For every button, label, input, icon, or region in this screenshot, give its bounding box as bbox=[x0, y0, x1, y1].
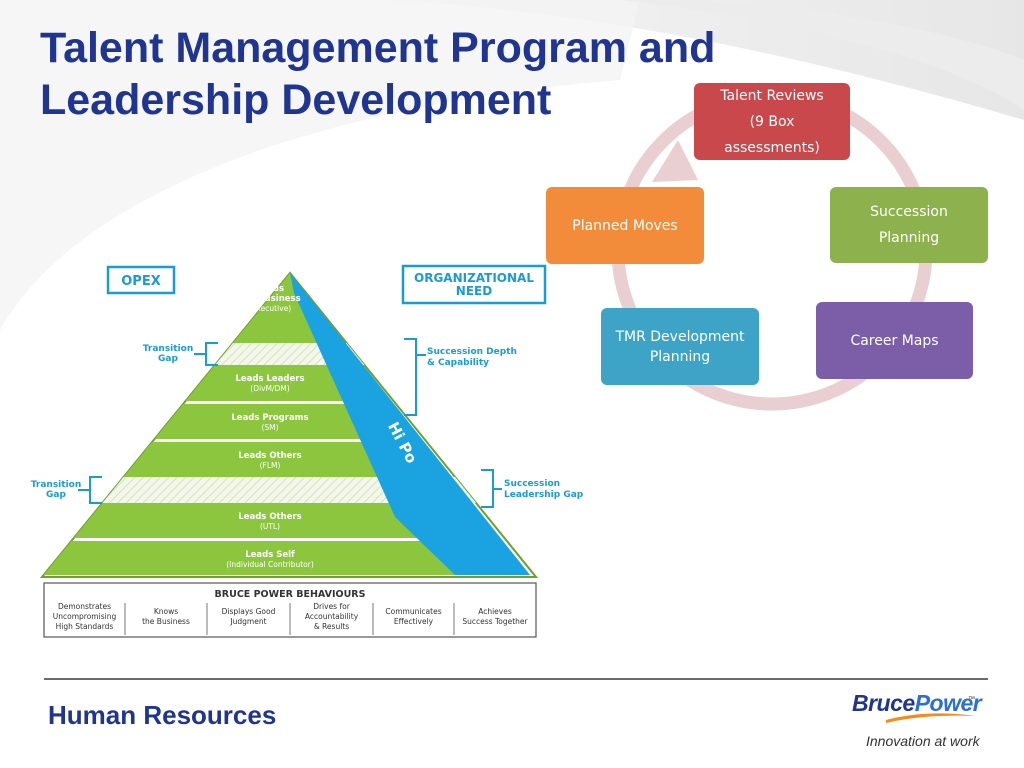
background-swoosh bbox=[0, 0, 1024, 330]
bruce-power-logo: BrucePower bbox=[852, 690, 982, 716]
pyramid-level-sub: (UTL) bbox=[260, 522, 280, 531]
footer-tagline: Innovation at work bbox=[866, 733, 980, 749]
page-title: Talent Management Program and Leadership… bbox=[40, 22, 800, 126]
cycle-label-line: Career Maps bbox=[850, 332, 939, 349]
pyramid-level-title: Leads Others bbox=[238, 512, 301, 522]
org-need-box bbox=[401, 264, 547, 305]
footer-divider bbox=[44, 678, 988, 680]
bracket bbox=[205, 342, 218, 366]
footer-department: Human Resources bbox=[48, 700, 277, 730]
title-line-2: Leadership Development bbox=[40, 76, 552, 124]
opex-label: OPEX bbox=[121, 274, 160, 289]
bracket bbox=[404, 338, 417, 416]
pyramid-level-title: Leads Others bbox=[238, 451, 301, 461]
pyramid-level-title: Leads Self bbox=[245, 550, 295, 560]
pyramid-level-title: Leads Leaders bbox=[235, 374, 304, 384]
pyramid-level-sub: (Executive) bbox=[249, 304, 291, 313]
cycle-talent-reviews: Talent Reviews (9 Box assessments) bbox=[694, 83, 850, 160]
cycle-planned-moves: Planned Moves bbox=[546, 187, 704, 264]
pyramid-level bbox=[43, 541, 525, 575]
pyramid-level bbox=[73, 503, 496, 538]
pyramid-level-sub: (DivM/DM) bbox=[250, 384, 289, 393]
title-line-1: Talent Management Program and bbox=[40, 24, 716, 72]
cycle-label-line: TMR Development Planning bbox=[615, 328, 745, 365]
hipo-stripe bbox=[290, 273, 530, 575]
cycle-career-maps: Career Maps bbox=[816, 302, 973, 379]
cycle-label-line: Talent Reviews bbox=[720, 87, 824, 104]
bracket bbox=[481, 469, 494, 508]
cycle-label-line: (9 Box assessments) bbox=[724, 113, 820, 156]
cycle-succession-planning: Succession Planning bbox=[830, 187, 988, 263]
pyramid-level-title: Leads Programs bbox=[231, 413, 308, 423]
opex-box bbox=[106, 265, 176, 295]
cycle-label-line: Planned Moves bbox=[572, 217, 678, 234]
behaviours-title: BRUCE POWER BEHAVIOURS bbox=[215, 589, 366, 600]
pyramid-level-sub: (FLM) bbox=[260, 461, 281, 470]
succession-depth-label: Succession Depth& Capability bbox=[427, 347, 517, 368]
pyramid-level-sub: (SM) bbox=[261, 423, 278, 432]
cycle-arrow-head bbox=[652, 140, 698, 182]
logo-swoosh bbox=[886, 713, 976, 723]
cycle-label-line: Succession Planning bbox=[870, 204, 948, 246]
pyramid-level-sub: (Individual Contributor) bbox=[226, 560, 314, 569]
logo-trademark: ™ bbox=[968, 696, 975, 703]
cycle-tmr-development-planning: TMR Development Planning bbox=[601, 308, 759, 385]
bracket bbox=[89, 476, 102, 504]
